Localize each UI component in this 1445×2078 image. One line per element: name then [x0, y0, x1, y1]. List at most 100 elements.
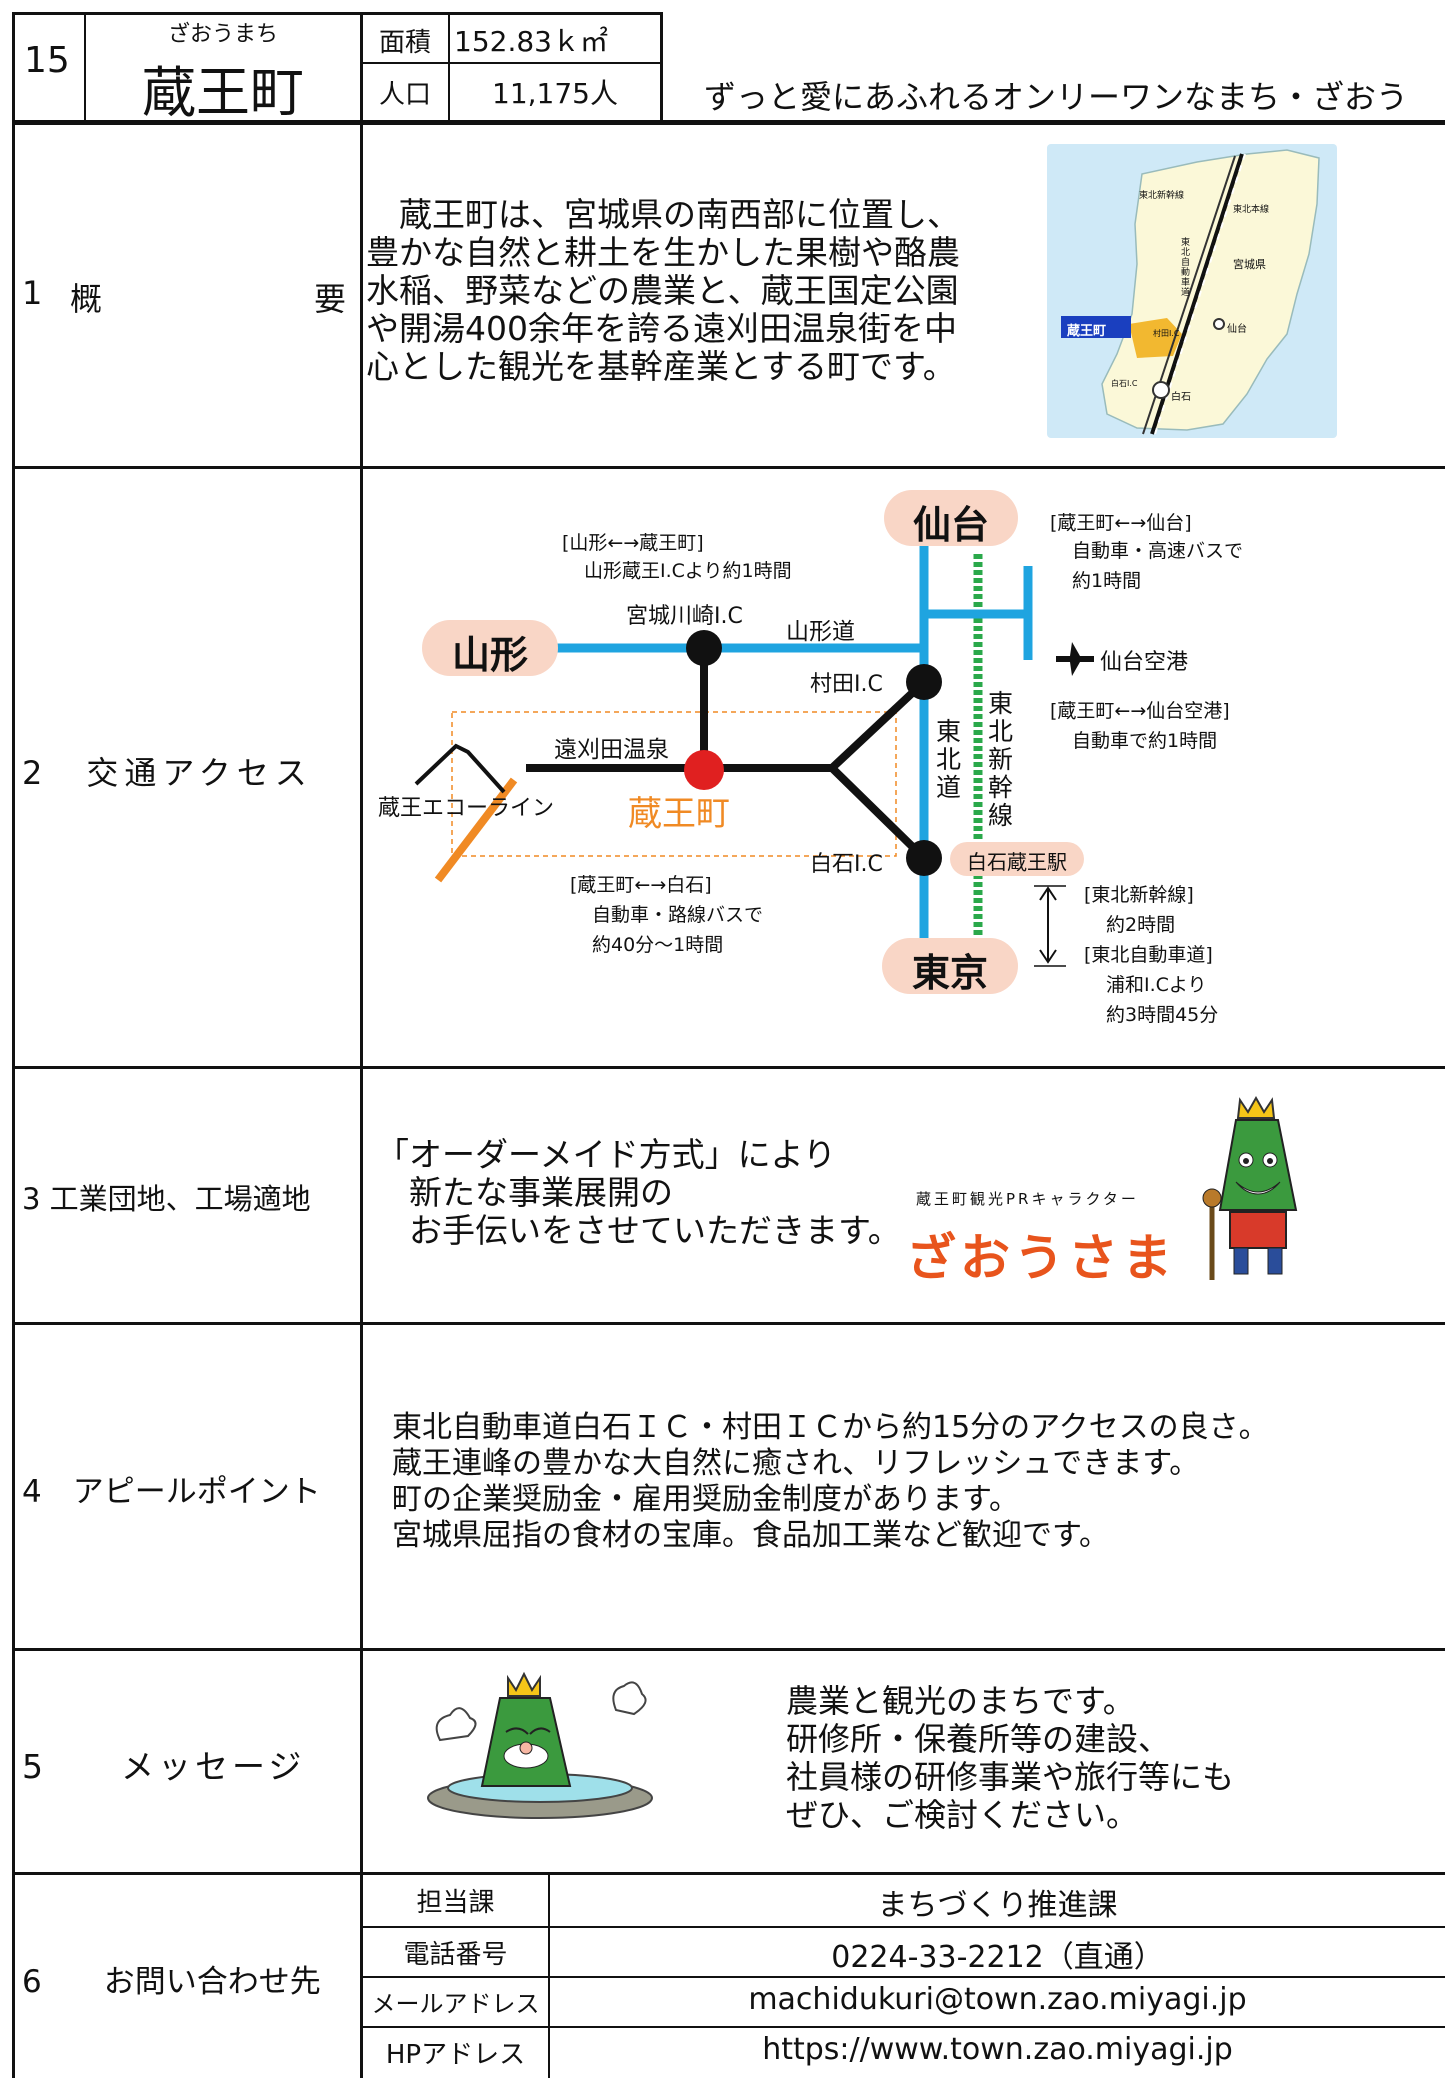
overview-line: 豊かな自然と耕土を生かした果樹や酪農	[366, 233, 960, 272]
table-border	[12, 1648, 1445, 1651]
contact-value-email[interactable]: machidukuri@town.zao.miyagi.jp	[748, 1982, 1247, 2017]
message-text: 農業と観光のまちです。 研修所・保養所等の建設、 社員様の研修事業や旅行等にも …	[786, 1682, 1234, 1834]
message-line: 社員様の研修事業や旅行等にも	[786, 1758, 1235, 1796]
contact-key-email: メールアドレス	[371, 1990, 540, 2018]
table-border	[360, 2026, 1445, 2028]
note-sendai-2: 自動車・高速バスで	[1072, 540, 1244, 562]
table-border	[660, 12, 663, 122]
table-border	[84, 12, 86, 122]
note-tokyo-4: 浦和I.Cより	[1106, 974, 1207, 996]
note-yamagata-2: 山形蔵王I.Cより約1時間	[584, 560, 792, 582]
town-slogan: ずっと愛にあふれるオンリーワンなまち・ざおう	[704, 78, 1409, 116]
table-border	[12, 466, 1445, 469]
town-furigana: ざおうまち	[167, 22, 278, 47]
contact-key-phone: 電話番号	[403, 1940, 508, 1970]
label-zao-town: 蔵王町	[628, 794, 730, 834]
table-border	[360, 1976, 1445, 1978]
appeal-line: 宮城県屈指の食材の宝庫。食品加工業など歓迎です。	[392, 1518, 1109, 1553]
overview-text: 蔵王町は、宮城県の南西部に位置し、 豊かな自然と耕土を生かした果樹や酪農 水稲、…	[366, 196, 960, 386]
contact-key-department: 担当課	[416, 1888, 495, 1918]
appeal-text: 東北自動車道白石ＩＣ・村田ＩＣから約15分のアクセスの良さ。 蔵王連峰の豊かな大…	[392, 1410, 1269, 1554]
message-line: ぜひ、ご検討ください。	[786, 1796, 1139, 1834]
table-border	[12, 12, 660, 15]
population-value: 11,175人	[492, 77, 618, 110]
overview-label-a: 概	[70, 280, 103, 318]
note-airport-1: [蔵王町←→仙台空港]	[1050, 700, 1230, 722]
overview-label-num: 1	[22, 274, 43, 312]
note-tokyo-1: [東北新幹線]	[1084, 884, 1194, 906]
map-label-sendai: 仙台	[1227, 324, 1247, 335]
note-sendai-1: [蔵王町←→仙台]	[1050, 512, 1192, 534]
access-label: 2 交通アクセス	[22, 754, 313, 792]
message-line: 研修所・保養所等の建設、	[786, 1720, 1171, 1758]
industrial-text: 「オーダーメイド方式」により 新たな事業展開の お手伝いをさせていただきます。	[376, 1136, 901, 1250]
table-border	[12, 1872, 1445, 1875]
message-label: 5 メッセージ	[22, 1747, 306, 1786]
label-murata-ic: 村田I.C	[810, 672, 883, 697]
table-border	[360, 12, 363, 2078]
industrial-line: お手伝いをさせていただきます。	[376, 1211, 901, 1250]
contact-value-department: まちづくり推進課	[877, 1888, 1118, 1923]
table-border	[448, 12, 450, 122]
note-shiroishi-1: [蔵王町←→白石]	[570, 874, 712, 896]
table-border	[548, 1872, 550, 2078]
label-tohoku-shinkansen: 東北新幹線	[988, 689, 1014, 830]
table-border	[12, 120, 1445, 125]
city-yamagata: 山形	[451, 633, 528, 677]
industrial-line: 新たな事業展開の	[376, 1173, 673, 1212]
contact-value-homepage[interactable]: https://www.town.zao.miyagi.jp	[762, 2032, 1233, 2067]
note-tokyo-2: 約2時間	[1106, 914, 1176, 936]
map-label-prefecture: 宮城県	[1233, 258, 1266, 271]
note-yamagata-1: [山形←→蔵王町]	[562, 532, 704, 554]
note-airport-2: 自動車で約1時間	[1072, 730, 1218, 752]
map-label-honsen: 東北本線	[1233, 205, 1270, 215]
table-border	[12, 1322, 1445, 1325]
entry-number: 15	[24, 40, 70, 81]
map-label-shinkansen: 東北新幹線	[1139, 191, 1185, 201]
population-label: 人口	[378, 80, 431, 110]
appeal-line: 東北自動車道白石ＩＣ・村田ＩＣから約15分のアクセスの良さ。	[392, 1410, 1269, 1445]
overview-line: 水稲、野菜などの農業と、蔵王国定公園	[366, 271, 959, 310]
note-shiroishi-3: 約40分～1時間	[592, 934, 724, 956]
map-label-shiroishi: 白石	[1171, 392, 1191, 403]
note-shiroishi-2: 自動車・路線バスで	[592, 904, 764, 926]
label-miyagi-kawasaki-ic: 宮城川崎I.C	[626, 604, 743, 629]
mascot-illustration	[1202, 1095, 1298, 1280]
industrial-line: 「オーダーメイド方式」により	[376, 1135, 837, 1174]
label-tohoku-road: 東北道	[936, 717, 962, 802]
overview-line: や開湯400余年を誇る遠刈田温泉街を中	[366, 309, 957, 348]
message-line: 農業と観光のまちです。	[786, 1682, 1135, 1720]
map-label-murata-ic: 村田I.C	[1153, 329, 1180, 338]
overview-line: 心とした観光を基幹産業とする町です。	[366, 347, 956, 386]
label-sendai-airport: 仙台空港	[1100, 650, 1189, 675]
label-shiroishi-ic: 白石I.C	[810, 852, 883, 877]
appeal-line: 蔵王連峰の豊かな大自然に癒され、リフレッシュできます。	[392, 1446, 1200, 1481]
table-border	[12, 12, 15, 2078]
overview-label-b: 要	[314, 280, 347, 318]
area-value: 152.83ｋ㎡	[454, 25, 608, 58]
label-togatta: 遠刈田温泉	[554, 737, 669, 763]
character-caption: 蔵王町観光PRキャラクター	[916, 1190, 1139, 1208]
area-label: 面積	[378, 28, 431, 58]
label-yamagata-road: 山形道	[786, 619, 855, 645]
map-label-town: 蔵王町	[1067, 324, 1107, 339]
character-name: ざおうさま	[906, 1229, 1176, 1287]
location-map-graphic	[1061, 149, 1320, 435]
table-border	[360, 62, 660, 64]
city-tokyo: 東京	[911, 951, 988, 995]
table-border	[360, 1926, 1445, 1928]
appeal-line: 町の企業奨励金・雇用奨励金制度があります。	[392, 1482, 1019, 1517]
overview-line: 蔵王町は、宮城県の南西部に位置し、	[366, 195, 960, 234]
note-tokyo-5: 約3時間45分	[1106, 1004, 1219, 1026]
contact-key-homepage: HPアドレス	[385, 2040, 526, 2070]
note-sendai-3: 約1時間	[1072, 570, 1142, 592]
contact-value-phone[interactable]: 0224-33-2212（直通）	[831, 1940, 1164, 1975]
note-tokyo-3: [東北自動車道]	[1084, 944, 1213, 966]
town-name: 蔵王町	[142, 61, 304, 124]
city-sendai: 仙台	[912, 503, 989, 547]
contact-label: 6 お問い合わせ先	[22, 1964, 321, 2000]
table-border	[12, 1066, 1445, 1069]
appeal-label: 4 アピールポイント	[22, 1474, 321, 1510]
map-label-shiroishi-ic: 白石I.C	[1111, 379, 1138, 388]
